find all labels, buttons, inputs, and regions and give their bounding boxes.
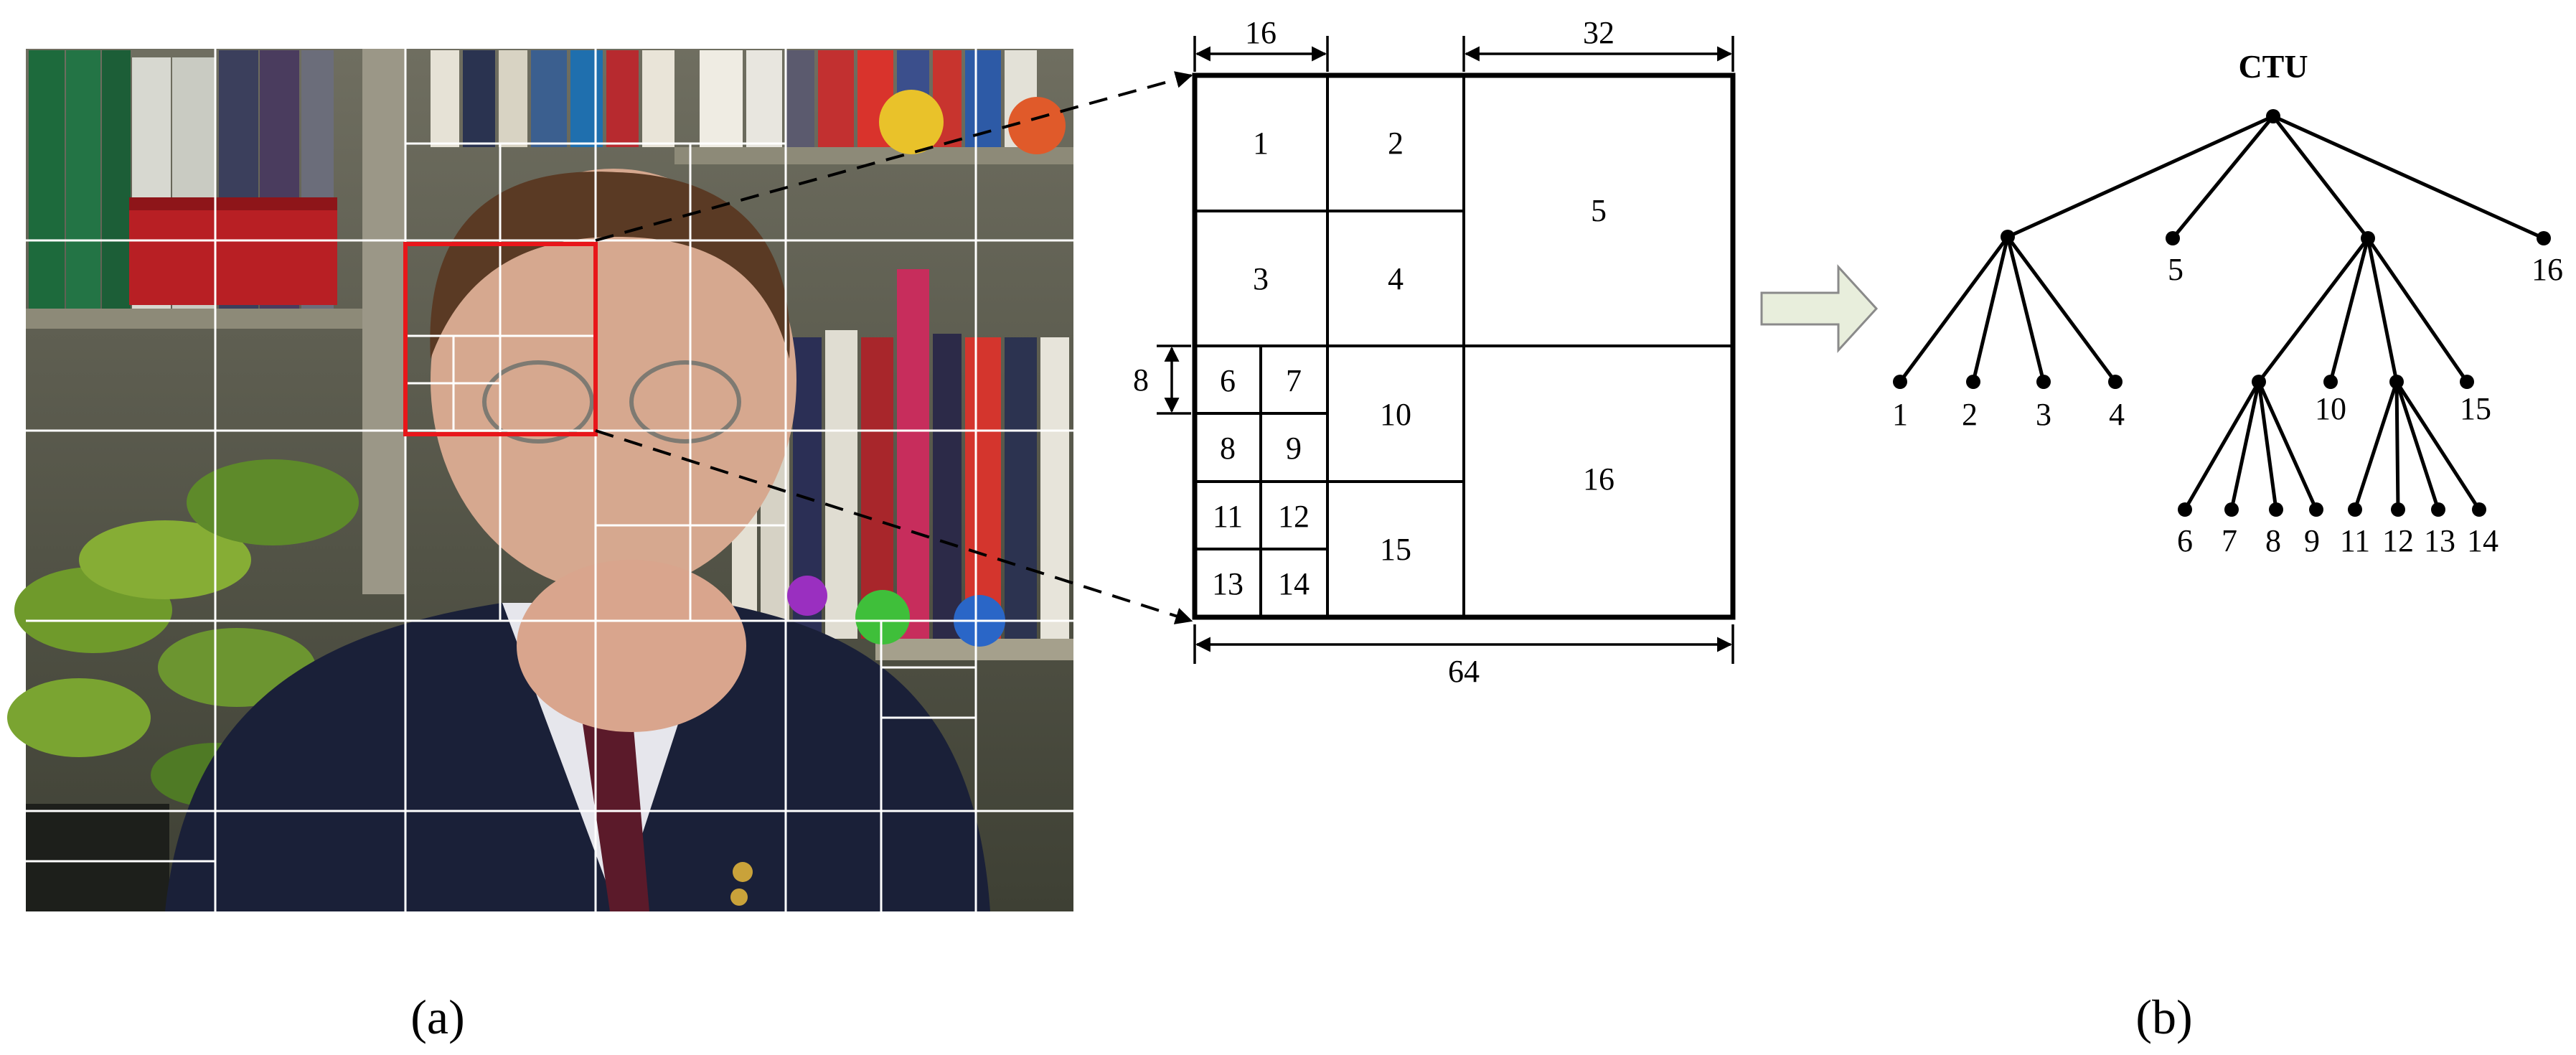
tree-node-16 <box>2537 231 2551 245</box>
tree-node-13 <box>2431 502 2445 517</box>
tree-leaf-7: 7 <box>2222 523 2237 558</box>
tree-node-12 <box>2391 502 2405 517</box>
tree-leaf-1: 1 <box>1892 397 1908 432</box>
tree-node-10 <box>2323 375 2338 389</box>
tree-node-1 <box>1893 375 1907 389</box>
caption-b: (b) <box>2135 990 2192 1044</box>
tree-node-15 <box>2460 375 2474 389</box>
photo-panel <box>7 49 1073 911</box>
block-cell-16: 16 <box>1583 461 1614 497</box>
block-cell-3: 3 <box>1253 261 1269 296</box>
shelf-pillar <box>362 49 405 594</box>
block-cell-5: 5 <box>1591 193 1607 228</box>
tree-leaf-16: 16 <box>2532 252 2563 287</box>
block-cell-8: 8 <box>1220 431 1236 466</box>
block-cell-6: 6 <box>1220 363 1236 398</box>
tree-node-2 <box>1966 375 1980 389</box>
block-cell-11: 11 <box>1213 499 1243 534</box>
dim-64-label: 64 <box>1448 654 1480 689</box>
block-cell-2: 2 <box>1388 126 1404 161</box>
tree-leaf-9: 9 <box>2304 523 2320 558</box>
tree-node-4 <box>2108 375 2123 389</box>
right-arrow-icon <box>1760 264 1879 353</box>
quadtree: CTU <box>1892 48 2563 558</box>
tree-node-14 <box>2472 502 2486 517</box>
tree-node-6 <box>2178 502 2192 517</box>
tree-node-root <box>2266 109 2280 123</box>
shelf-upper <box>26 309 370 329</box>
tree-leaf-14: 14 <box>2467 523 2499 558</box>
tree-leaf-15: 15 <box>2460 391 2491 426</box>
tree-node-b <box>2361 231 2375 245</box>
tree-node-9 <box>2309 502 2323 517</box>
tree-leaf-6: 6 <box>2177 523 2193 558</box>
ctu-block: 1 2 3 4 5 6 7 8 9 10 11 12 13 14 15 16 <box>1133 15 1736 689</box>
caption-a: (a) <box>410 990 464 1044</box>
dim-32-label: 32 <box>1583 15 1614 50</box>
tree-node-11 <box>2348 502 2362 517</box>
zoom-line-top <box>595 71 1193 242</box>
tree-leaf-2: 2 <box>1962 397 1978 432</box>
tree-leaf-10: 10 <box>2315 391 2346 426</box>
tree-node-5 <box>2166 231 2180 245</box>
tree-node-a <box>2001 230 2015 244</box>
tree-root-label: CTU <box>2238 48 2308 85</box>
block-cell-15: 15 <box>1380 532 1411 567</box>
block-cell-1: 1 <box>1253 126 1269 161</box>
tree-leaf-13: 13 <box>2424 523 2455 558</box>
highlighted-ctu <box>403 242 598 436</box>
person <box>165 169 990 911</box>
books-upper-right <box>431 50 1066 154</box>
tree-leaf-4: 4 <box>2109 397 2125 432</box>
block-cell-14: 14 <box>1278 566 1310 601</box>
tree-leaf-5: 5 <box>2168 252 2184 287</box>
zoom-line-bottom <box>595 429 1193 624</box>
tree-node-7 <box>2224 502 2239 517</box>
tree-leaf-3: 3 <box>2036 397 2051 432</box>
dim-16-label: 16 <box>1245 15 1277 50</box>
shelf-right <box>674 147 1073 164</box>
tree-node-8 <box>2269 502 2283 517</box>
partition-grid <box>26 49 1073 911</box>
tree-node-c <box>2252 375 2266 389</box>
books-upper-left <box>29 50 337 309</box>
tree-leaf-12: 12 <box>2382 523 2414 558</box>
block-cell-4: 4 <box>1388 261 1404 296</box>
tree-leaf-8: 8 <box>2265 523 2281 558</box>
block-cell-10: 10 <box>1380 397 1411 432</box>
tree-node-d <box>2389 375 2404 389</box>
block-cell-13: 13 <box>1212 566 1244 601</box>
block-cell-12: 12 <box>1278 499 1310 534</box>
block-cell-7: 7 <box>1286 363 1302 398</box>
block-cell-9: 9 <box>1286 431 1302 466</box>
tree-node-3 <box>2036 375 2051 389</box>
books-right-middle <box>732 269 1069 647</box>
tree-leaf-11: 11 <box>2340 523 2370 558</box>
dim-8-label: 8 <box>1133 362 1149 398</box>
